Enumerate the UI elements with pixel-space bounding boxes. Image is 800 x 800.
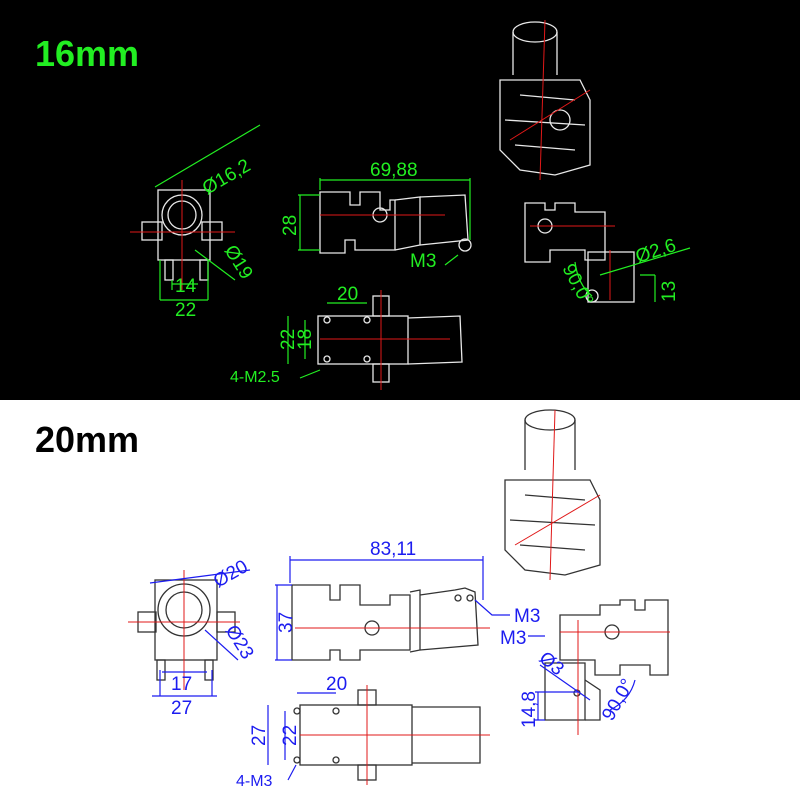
panel-20mm: 20mm Ø20 Ø23 17 27	[0, 400, 800, 800]
panel-background	[0, 400, 800, 800]
dim-outer-width: 27	[249, 725, 270, 746]
panel-16mm: 16mm Ø16,2 Ø19 14 22	[0, 0, 800, 400]
label-holes: 4-M2.5	[230, 369, 280, 386]
dim-outer-width: 22	[278, 329, 299, 350]
top-view: 20 22 18 4-M2.5	[230, 284, 463, 390]
dim-outer-width: 27	[171, 698, 192, 719]
dim-hole-spacing: 20	[337, 284, 358, 305]
dim-inner-width: 17	[171, 674, 192, 695]
variant-title: 20mm	[35, 419, 139, 460]
dim-hole-spacing: 20	[326, 674, 347, 695]
dim-height: 13	[659, 281, 680, 302]
dim-outer-width: 22	[175, 300, 196, 321]
dim-length: 69,88	[370, 160, 418, 181]
dim-height: 14,8	[519, 691, 540, 728]
label-thread: M3	[500, 628, 526, 649]
dim-height: 28	[280, 215, 301, 236]
isometric-view	[504, 409, 601, 581]
dim-inner-width: 18	[295, 329, 316, 350]
side-view: 69,88 28 M3	[280, 160, 472, 272]
dim-inner-width: 14	[175, 276, 197, 297]
isometric-view	[499, 19, 591, 181]
label-holes: 4-M3	[236, 773, 273, 790]
side-view: 83,11 37 M3	[275, 539, 540, 661]
top-view: 20 27 22 4-M3	[236, 674, 490, 790]
dim-length: 83,11	[370, 539, 416, 560]
variant-title: 16mm	[35, 33, 139, 74]
dim-height: 37	[276, 612, 297, 633]
label-thread: M3	[514, 606, 540, 627]
label-thread: M3	[410, 251, 436, 272]
dim-inner-width: 22	[280, 725, 301, 746]
